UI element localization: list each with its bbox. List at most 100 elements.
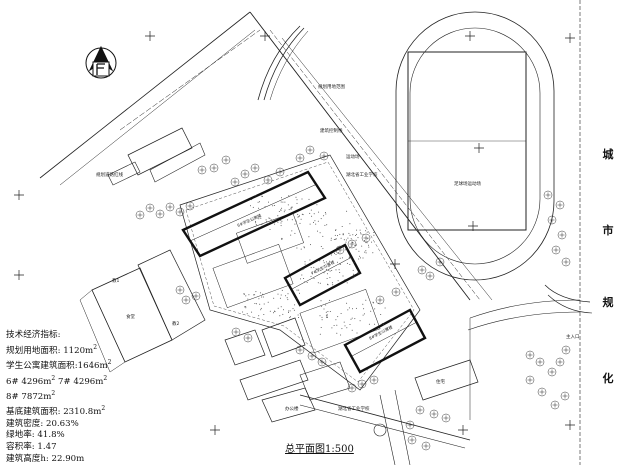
- green-dot: [387, 327, 389, 329]
- green-dot: [309, 212, 311, 214]
- green-dot: [291, 230, 293, 232]
- label-canteen: 食堂: [126, 313, 135, 320]
- green-dot: [337, 316, 339, 318]
- green-dot: [290, 208, 292, 210]
- label-entry: 主入口: [566, 333, 580, 340]
- green-dot: [295, 196, 297, 198]
- green-dot: [336, 261, 338, 263]
- tree-symbol-mark: [193, 293, 199, 299]
- green-dot: [245, 295, 247, 297]
- green-dot: [280, 225, 282, 227]
- tree-symbol: [175, 207, 185, 217]
- tree-symbol: [185, 201, 195, 211]
- green-dot: [328, 299, 330, 301]
- green-dot: [359, 229, 361, 231]
- green-dot: [352, 234, 354, 236]
- green-dot: [331, 327, 333, 329]
- green-dot: [320, 305, 322, 307]
- green-dot: [353, 262, 355, 264]
- green-dot: [326, 313, 328, 315]
- green-dot: [345, 239, 347, 241]
- green-dot: [352, 277, 354, 279]
- green-dot: [273, 312, 274, 314]
- specs-base: 基底建筑面积: 2310.8m: [6, 407, 102, 418]
- green-dot: [292, 308, 294, 310]
- green-dot: [313, 266, 315, 268]
- green-dot: [289, 316, 291, 318]
- green-dot: [374, 308, 376, 310]
- green-dot: [335, 254, 337, 255]
- green-dot: [253, 294, 255, 296]
- running-track-inner: [409, 27, 541, 265]
- tree-symbol-mark: [549, 369, 555, 375]
- tree-symbol-mark: [177, 287, 183, 293]
- tree-symbol-mark: [147, 205, 153, 211]
- green-dot: [361, 245, 363, 247]
- green-dot: [325, 213, 327, 215]
- tree-symbol: [175, 285, 185, 295]
- city-char-4: 化: [602, 372, 614, 385]
- green-dot: [340, 237, 342, 239]
- green-dot: [255, 195, 257, 197]
- green-dot: [325, 304, 327, 306]
- green-dot: [329, 260, 331, 262]
- green-dot: [333, 251, 335, 253]
- green-dot: [301, 213, 303, 215]
- green-dot: [259, 292, 261, 294]
- green-dot: [357, 272, 359, 274]
- label-runway: 运动场: [346, 153, 360, 160]
- label-field: 足球场运动场: [454, 180, 481, 187]
- tree-symbol-mark: [563, 347, 569, 353]
- green-dot: [337, 280, 339, 282]
- tree-symbol-mark: [211, 165, 217, 171]
- green-dot: [281, 220, 283, 222]
- green-dot: [326, 315, 328, 317]
- tree-symbol: [135, 210, 145, 220]
- green-dot: [320, 300, 322, 302]
- tree-symbol-mark: [552, 402, 558, 408]
- green-dot: [248, 294, 250, 296]
- green-dot: [300, 218, 302, 220]
- green-dot: [255, 224, 257, 226]
- green-dot: [285, 295, 287, 297]
- green-dot: [345, 249, 347, 251]
- green-dot: [319, 315, 321, 317]
- tree-symbol-mark: [545, 192, 551, 198]
- green-dot: [329, 270, 331, 272]
- tree-symbol: [425, 271, 435, 281]
- green-dot: [319, 333, 321, 335]
- tree-symbol: [429, 409, 439, 419]
- green-dot: [313, 221, 314, 223]
- green-dot: [342, 234, 344, 236]
- tree-symbol-mark: [252, 165, 258, 171]
- green-dot: [327, 311, 329, 312]
- green-dot: [344, 325, 346, 327]
- green-dot: [366, 242, 368, 244]
- green-dot: [360, 233, 362, 235]
- tree-symbol: [165, 202, 175, 212]
- green-dot: [333, 239, 335, 240]
- green-dot: [334, 238, 336, 240]
- green-dot: [360, 257, 361, 259]
- green-dot: [346, 282, 348, 284]
- green-dot: [341, 226, 343, 227]
- tree-symbol: [561, 345, 571, 355]
- green-dot: [325, 261, 327, 263]
- green-dot: [258, 298, 260, 300]
- tree-symbol-mark: [539, 389, 545, 395]
- green-dot: [289, 317, 291, 319]
- tree-symbol: [319, 151, 329, 161]
- green-dot: [277, 215, 279, 217]
- tree-symbol: [547, 367, 557, 377]
- green-dot: [290, 207, 292, 209]
- green-dot: [297, 314, 299, 316]
- green-dot: [362, 314, 364, 316]
- green-dot: [339, 257, 341, 259]
- green-dot: [288, 195, 290, 197]
- tree-symbol-mark: [563, 259, 569, 265]
- green-dot: [317, 220, 319, 222]
- green-dot: [280, 219, 282, 221]
- green-dot: [324, 224, 326, 226]
- green-dot: [366, 231, 368, 233]
- specs-far: 容积率: 1.47: [6, 442, 57, 453]
